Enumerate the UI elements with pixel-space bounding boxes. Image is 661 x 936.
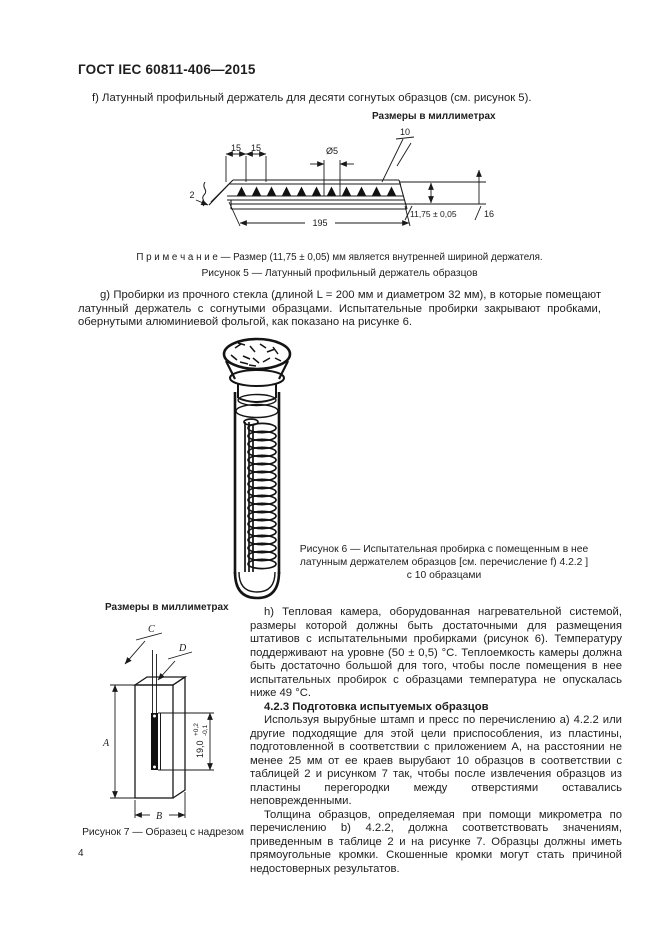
figure7-units-label: Размеры в миллиметрах [105,602,229,613]
dim-label-A: A [102,738,110,749]
dim-label-height: 16 [484,209,494,219]
figure5-note: П р и м е ч а н и е — Размер (11,75 ± 0,… [136,252,543,263]
plate-block [132,675,188,799]
svg-text:19,0: 19,0 [195,740,205,758]
svg-text:-0,1: -0,1 [202,724,209,736]
dimension-lines [195,136,482,227]
figure7-caption: Рисунок 7 — Образец с надрезом [82,827,244,838]
figure5-caption: Рисунок 5 — Латунный профильный держател… [201,268,478,279]
list-item-h: h) Тепловая камера, оборудованная нагрев… [250,606,622,699]
figure6-drawing [222,337,292,600]
dim-label-inner-width: 11,75 ± 0,05 [410,209,457,219]
dim-label-D: D [178,643,187,654]
figure7-drawing: C D A B 19,0 +0,2 -0,1 [102,624,214,822]
dim-label-thickness: 2 [189,190,194,200]
dim-label-spacing2: 15 [251,143,261,153]
section-4-2-3-paragraph-1: Используя вырубные штамп и пресс по пере… [250,714,622,807]
notched-specimen [151,713,161,770]
page-number: 4 [78,848,84,859]
test-tube [233,392,281,600]
section-heading-4-2-3: 4.2.3 Подготовка испытуемых образцов [264,700,489,713]
specimen-holder-coil [243,418,277,572]
dim-label-hole: Ø5 [326,146,338,156]
figure5-drawing: 15 15 Ø5 10 2 195 11,75 ± 0,05 16 [189,127,494,228]
foil-cap [222,337,292,403]
dim-label-length: 195 [312,218,327,228]
dim-label-B: B [156,811,162,822]
figure5-units-label: Размеры в миллиметрах [372,111,496,122]
standard-designation: ГОСТ IEC 60811-406—2015 [78,62,256,77]
dimension-lines [110,632,214,818]
dim-label-end: 10 [400,127,410,137]
text-column-right: h) Тепловая камера, оборудованная нагрев… [250,606,622,876]
dim-label-C: C [148,624,155,635]
dim-label-spacing1: 15 [231,143,241,153]
dim-label-notch-length: 19,0 +0,2 -0,1 [193,723,209,758]
list-item-f: f) Латунный профильный держатель для дес… [92,92,532,104]
section-4-2-3-paragraph-2: Толщина образцов, определяемая при помощ… [250,808,622,875]
holder-bar [202,179,486,210]
svg-text:+0,2: +0,2 [193,723,200,736]
figure6-caption: Рисунок 6 — Испытательная пробирка с пом… [299,544,589,581]
holder-notches [237,186,396,196]
list-item-g: g) Пробирки из прочного стекла (длиной L… [78,289,601,328]
